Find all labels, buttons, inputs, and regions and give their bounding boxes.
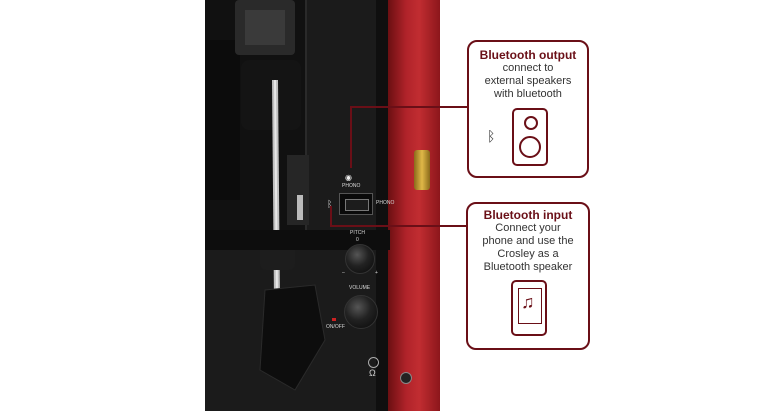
callout-body: connect to external speakers with blueto… <box>484 62 572 100</box>
callout-body: Connect your phone and use the Crosley a… <box>482 222 574 273</box>
switch-rocker <box>345 199 369 211</box>
speaker-icon <box>512 108 548 166</box>
connector-line <box>330 225 468 227</box>
plinth-side <box>376 0 390 411</box>
phono-bluetooth-switch[interactable] <box>339 193 373 215</box>
connector-line <box>350 106 468 108</box>
bluetooth-input-callout: Bluetooth input Connect your phone and u… <box>466 202 590 350</box>
headphone-jack[interactable] <box>368 357 379 368</box>
pitch-label: PITCH <box>350 230 365 236</box>
connector-line <box>330 206 332 226</box>
plinth-edge <box>388 0 440 411</box>
switch-label: PHONO <box>376 200 395 206</box>
tonearm <box>205 0 390 391</box>
volume-label: VOLUME <box>349 285 371 291</box>
pitch-zero: 0 <box>356 237 359 243</box>
bluetooth-output-callout: Bluetooth output connect to external spe… <box>467 40 589 178</box>
rca-connector <box>414 150 430 190</box>
bluetooth-status-icon: ◉ <box>345 173 352 182</box>
pitch-minus: – <box>342 270 345 276</box>
screw <box>400 372 412 384</box>
bluetooth-icon: ᛒ <box>327 199 333 209</box>
headphone-icon: Ω <box>369 368 376 378</box>
callout-title: Bluetooth output <box>479 48 577 62</box>
power-label: ON/OFF <box>326 324 345 330</box>
phono-label: PHONO <box>342 183 361 189</box>
pitch-knob[interactable] <box>345 244 375 274</box>
platter-mat <box>205 40 240 200</box>
bluetooth-icon: ᛒ <box>487 128 496 144</box>
pitch-plus: + <box>375 270 378 276</box>
callout-title: Bluetooth input <box>483 208 573 222</box>
volume-knob[interactable] <box>344 295 378 329</box>
phone-music-icon: ♫ <box>511 280 547 336</box>
music-note-icon: ♫ <box>521 292 535 312</box>
connector-line <box>350 106 352 168</box>
power-led <box>332 318 336 321</box>
